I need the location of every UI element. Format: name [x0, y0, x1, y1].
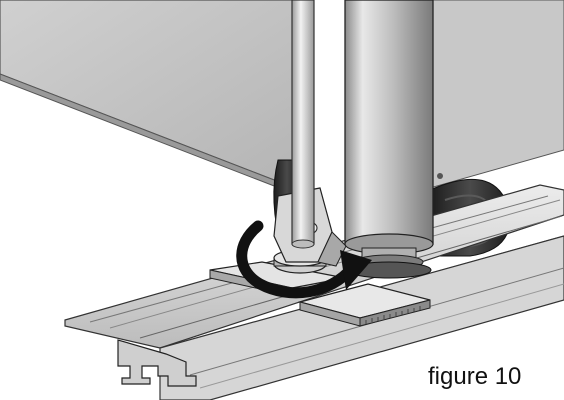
figure-caption: figure 10 — [428, 363, 522, 390]
adjustment-rod — [291, 0, 315, 249]
curved-rotation-arrow-icon — [236, 220, 372, 299]
support-column — [344, 0, 434, 279]
